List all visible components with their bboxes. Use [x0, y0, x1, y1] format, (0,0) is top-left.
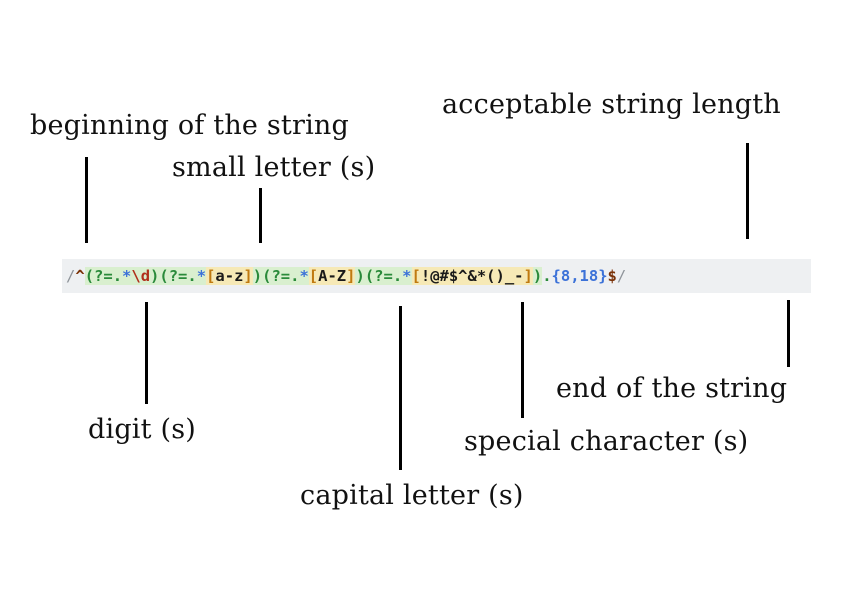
regex-token-quant: * [122, 267, 132, 285]
regex-token-group: ) [252, 267, 263, 285]
leader-line-digits [145, 302, 148, 404]
leader-line-end [787, 300, 790, 367]
regex-token-delim: / [66, 267, 76, 285]
label-special-characters: special character (s) [464, 426, 749, 457]
regex-token-class: a-z [215, 267, 244, 285]
regex-token-quant: * [299, 267, 309, 285]
regex-token-bracket: ] [346, 267, 356, 285]
regex-token-quant-plain: {8,18} [551, 267, 608, 285]
regex-token-escape: \d [131, 267, 151, 285]
regex-token-group: ) [355, 267, 365, 285]
leader-line-small-letters [259, 188, 262, 243]
regex-token-anchor: $ [607, 267, 617, 285]
regex-token-bracket: [ [411, 267, 421, 285]
label-end-of-string: end of the string [556, 373, 788, 404]
regex-token-group: (?= [262, 267, 291, 285]
leader-line-length [746, 143, 749, 239]
leader-line-special-characters [521, 302, 524, 418]
label-beginning-of-string: beginning of the string [30, 110, 350, 141]
regex-token-bracket: ] [523, 267, 533, 285]
regex-token-quant: * [402, 267, 412, 285]
regex-token-bracket: [ [308, 267, 319, 285]
regex-token-bracket: ] [243, 267, 253, 285]
regex-token-bracket: [ [206, 267, 216, 285]
label-capital-letters: capital letter (s) [300, 480, 524, 511]
regex-token-quant: * [196, 267, 207, 285]
regex-token-delim: / [616, 267, 627, 285]
regex-token-any: . [290, 267, 300, 285]
regex-token-anchor: ^ [75, 267, 85, 285]
regex-token-class: A-Z [318, 267, 347, 285]
regex-token-any: . [392, 267, 403, 285]
leader-line-capital-letters [399, 306, 402, 470]
label-digits: digit (s) [88, 414, 196, 445]
regex-token-group: ) [532, 267, 543, 285]
regex-token-class: !@#$^&*()_- [420, 267, 524, 285]
label-acceptable-length: acceptable string length [442, 89, 781, 120]
regex-token-any: . [112, 267, 123, 285]
regex-token-group: (?= [159, 267, 188, 285]
regex-token-group: (?= [84, 267, 113, 285]
regex-token-group: ) [150, 267, 160, 285]
regex-expression: /^(?=.*\d)(?=.*[a-z])(?=.*[A-Z])(?=.*[!@… [62, 259, 811, 293]
leader-line-beginning [85, 157, 88, 243]
regex-token-any: . [187, 267, 197, 285]
label-small-letters: small letter (s) [172, 152, 376, 183]
regex-token-group: (?= [364, 267, 393, 285]
regex-token-dot: . [542, 267, 552, 285]
